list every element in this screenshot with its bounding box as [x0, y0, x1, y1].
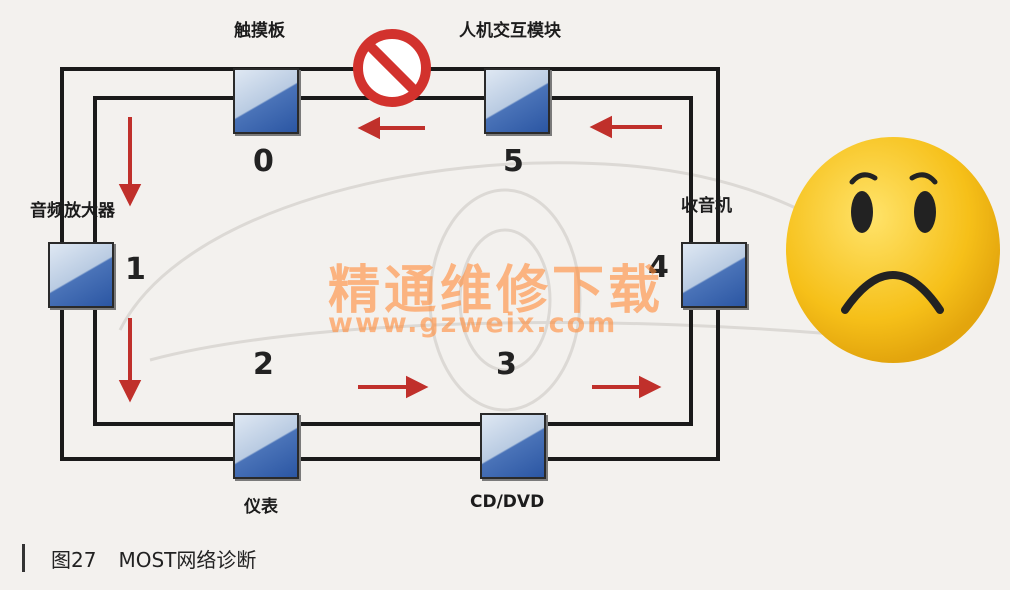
module-1-audio-amplifier: [48, 242, 114, 308]
node-label-3: CD/DVD: [470, 492, 545, 512]
module-3-cd-dvd: [480, 413, 546, 479]
module-2-instrument-cluster: [233, 413, 299, 479]
node-number-1: 1: [125, 252, 146, 287]
arrow-3-to-4: [592, 375, 662, 399]
caption-bar: [22, 544, 25, 572]
node-label-4: 收音机: [681, 196, 732, 216]
arrow-2-to-3: [358, 375, 429, 399]
caption-number: 图27: [51, 547, 97, 572]
node-number-2: 2: [253, 347, 274, 382]
node-number-4: 4: [648, 250, 669, 285]
node-number-3: 3: [496, 347, 517, 382]
node-number-0: 0: [253, 144, 274, 179]
module-4-radio: [681, 242, 747, 308]
node-label-5: 人机交互模块: [459, 21, 561, 41]
arrow-0-to-1: [118, 117, 142, 207]
figure-caption: 图27 MOST网络诊断: [22, 538, 256, 578]
caption-text: MOST网络诊断: [118, 547, 257, 572]
module-0-touchpad: [233, 68, 299, 134]
node-label-0: 触摸板: [234, 21, 285, 41]
node-label-2: 仪表: [244, 497, 278, 517]
arrow-4-to-5: [589, 115, 662, 139]
sad-face-icon: [786, 137, 1000, 363]
no-entry-icon: [353, 29, 431, 107]
module-5-hmi: [484, 68, 550, 134]
node-label-1: 音频放大器: [30, 201, 115, 221]
arrow-1-to-2: [118, 318, 142, 403]
node-number-5: 5: [503, 144, 524, 179]
watermark-title: 精通维修下载: [328, 261, 665, 321]
watermark-url: www.gzweix.com: [328, 308, 618, 339]
arrow-5-to-0: [357, 116, 425, 140]
